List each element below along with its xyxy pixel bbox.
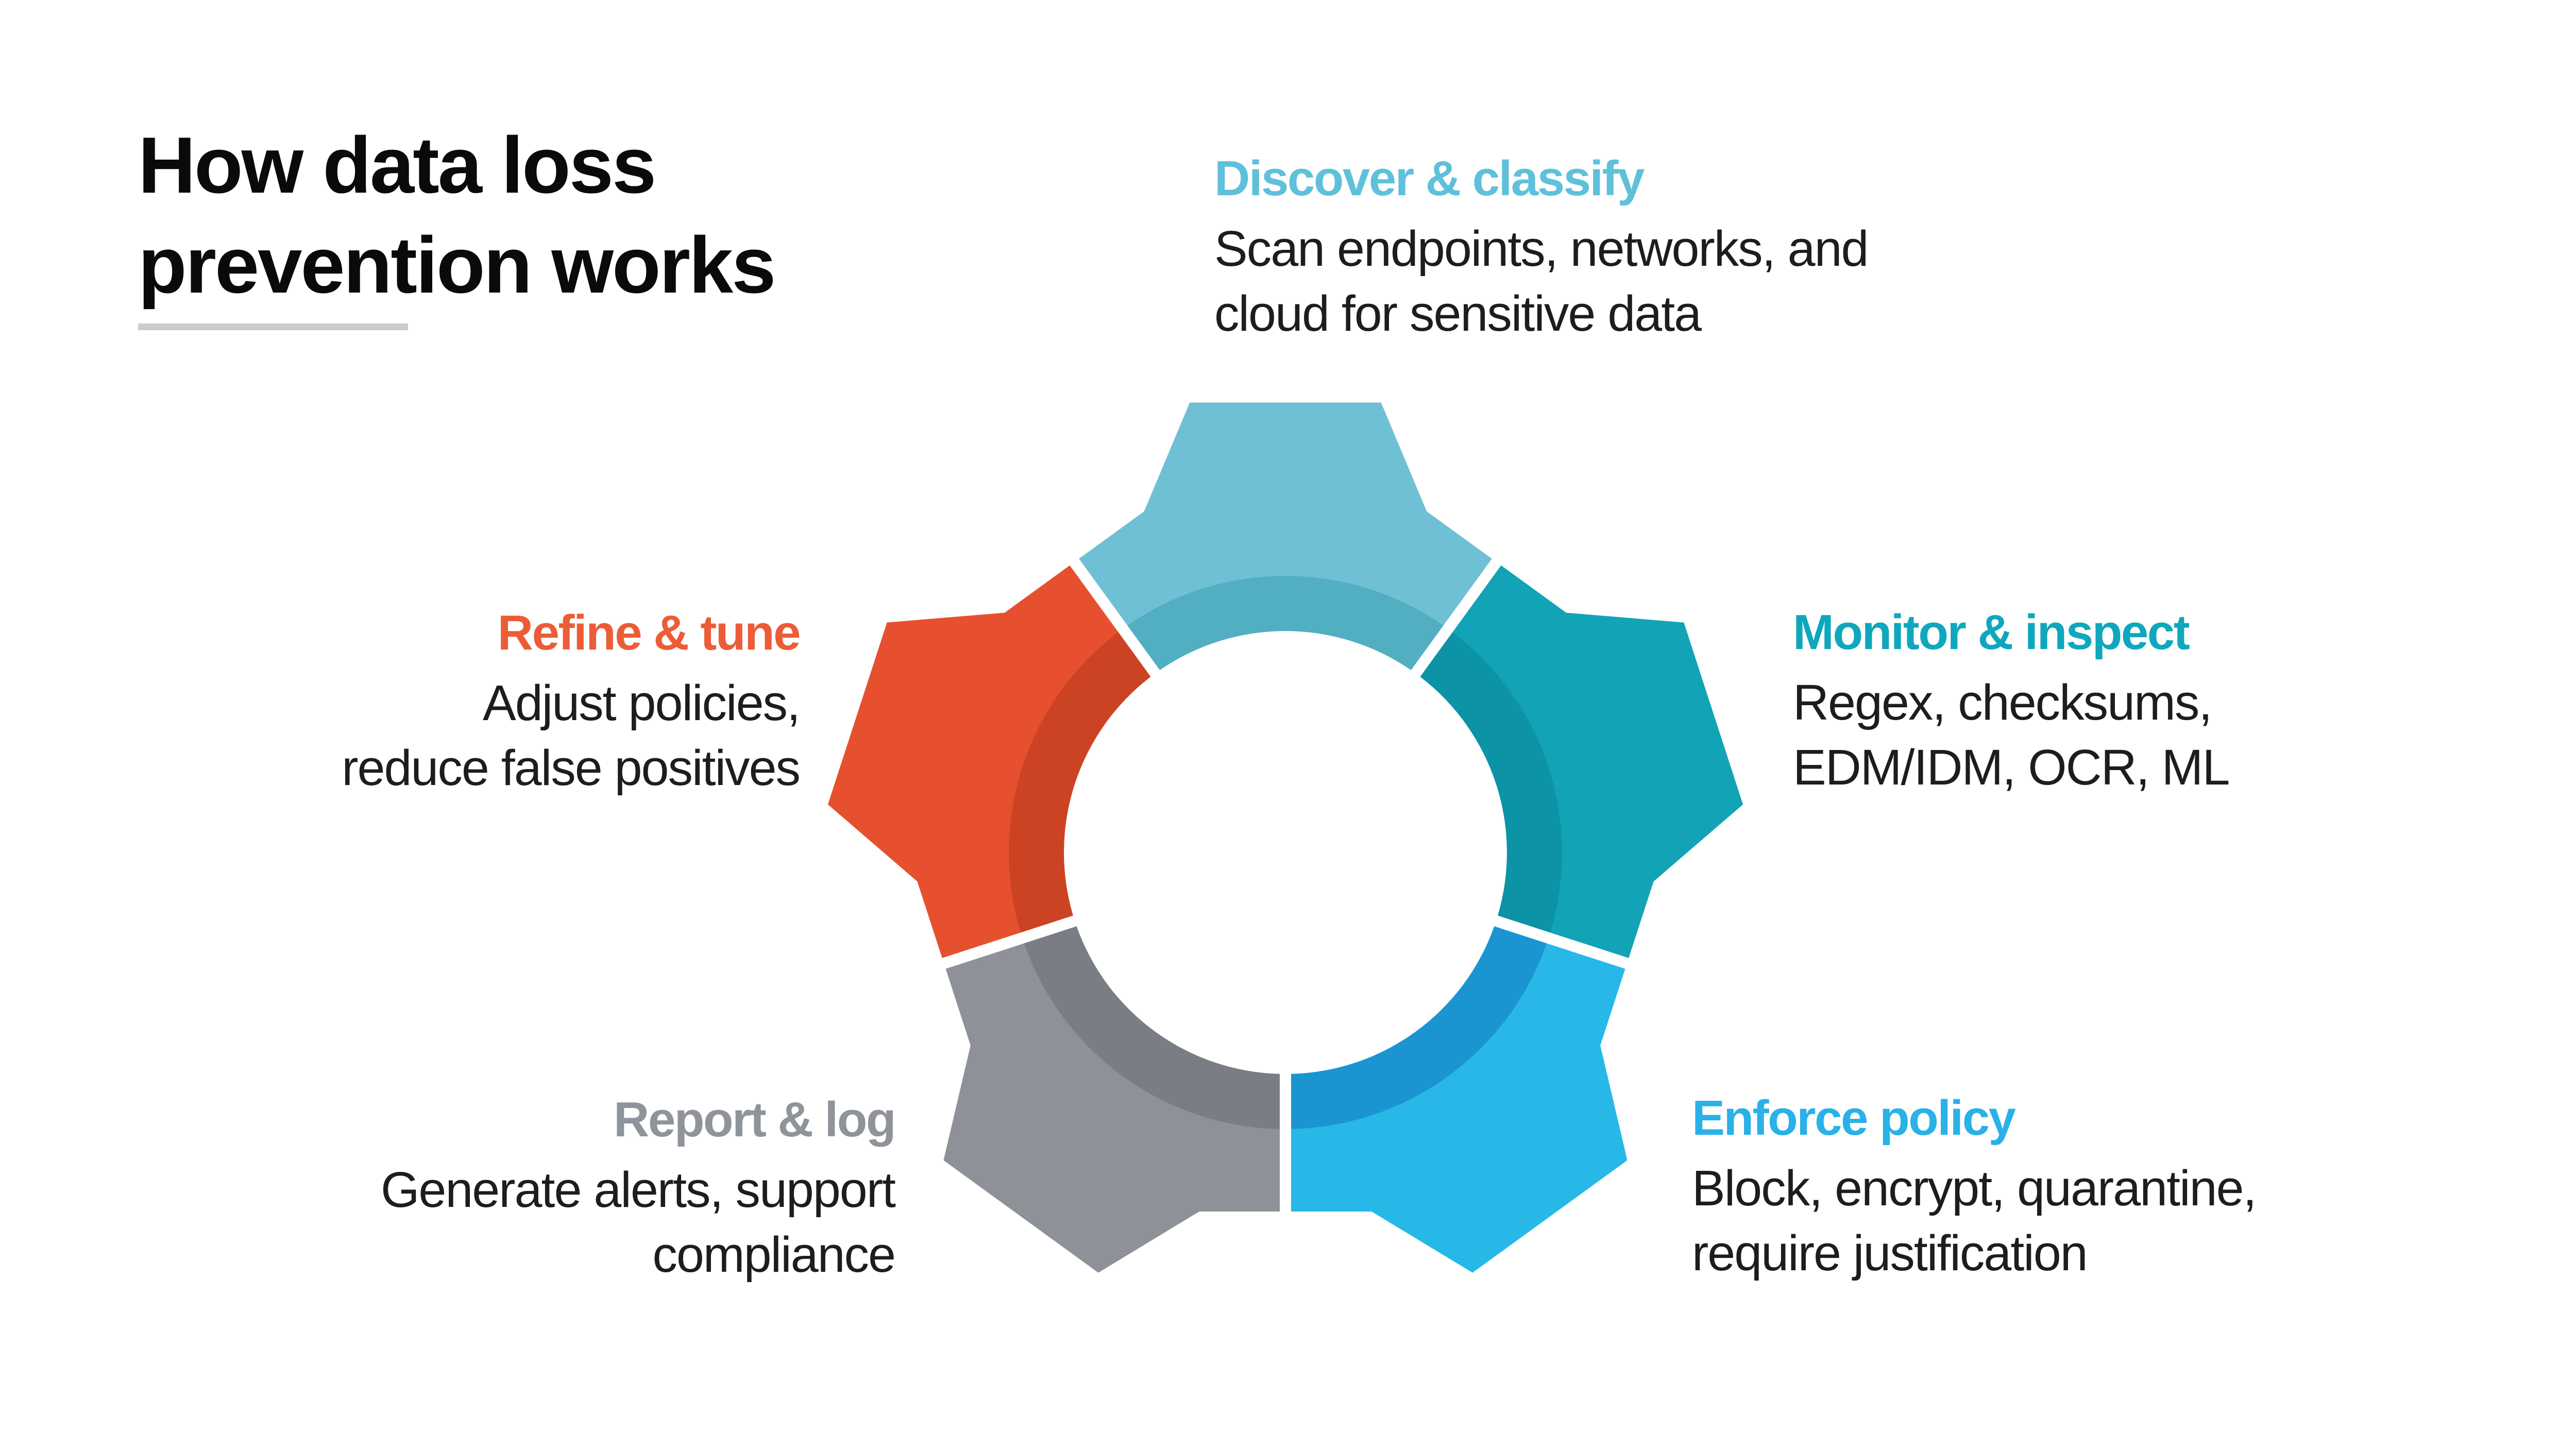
step-body-enforce: Block, encrypt, quarantine, require just… (1692, 1156, 2257, 1286)
step-body-monitor: Regex, checksums, EDM/IDM, OCR, ML (1793, 670, 2230, 800)
step-body-line: Regex, checksums, (1793, 674, 2212, 730)
title-underline (138, 323, 408, 330)
step-heading-enforce: Enforce policy (1692, 1090, 2016, 1146)
gear-segment-monitor-inner-band (1420, 632, 1562, 933)
step-heading-discover: Discover & classify (1214, 151, 1645, 206)
step-body-line: Scan endpoints, networks, and (1214, 220, 1869, 277)
step-body-line: EDM/IDM, OCR, ML (1793, 739, 2230, 795)
gear-segment-discover-inner-band (1127, 575, 1444, 670)
step-label-report: Report & log Generate alerts, support co… (0, 1092, 896, 1287)
page-title-line-1: How data loss (138, 120, 656, 210)
gear-segment-monitor (1420, 565, 1743, 958)
step-label-refine: Refine & tune Adjust policies, reduce fa… (0, 605, 801, 800)
step-body-refine: Adjust policies, reduce false positives (0, 671, 801, 800)
step-heading-report: Report & log (614, 1092, 896, 1147)
step-body-report: Generate alerts, support compliance (0, 1157, 896, 1287)
gear-segment-refine (827, 565, 1151, 958)
gear-segment-report (943, 926, 1280, 1273)
step-label-enforce: Enforce policy Block, encrypt, quarantin… (1692, 1090, 2257, 1286)
step-body-line: Block, encrypt, quarantine, (1692, 1160, 2257, 1216)
step-body-line: reduce false positives (342, 740, 801, 796)
page-title-line-2: prevention works (138, 220, 776, 310)
step-label-discover: Discover & classify Scan endpoints, netw… (1214, 150, 1869, 346)
step-heading-refine: Refine & tune (497, 605, 801, 660)
step-body-line: cloud for sensitive data (1214, 285, 1702, 342)
step-heading-monitor: Monitor & inspect (1793, 605, 2190, 660)
gear-segment-enforce-inner-band (1291, 926, 1547, 1129)
step-body-line: Adjust policies, (483, 675, 801, 731)
gear-segment-enforce (1291, 926, 1628, 1273)
step-label-monitor: Monitor & inspect Regex, checksums, EDM/… (1793, 604, 2230, 800)
step-body-line: compliance (652, 1226, 896, 1283)
gear-segment-report-inner-band (1024, 926, 1280, 1129)
step-body-line: require justification (1692, 1225, 2088, 1281)
step-body-line: Generate alerts, support (380, 1162, 896, 1218)
gear-segment-refine-inner-band (1009, 632, 1151, 933)
step-body-discover: Scan endpoints, networks, and cloud for … (1214, 216, 1869, 346)
page-title: How data loss prevention works (138, 115, 776, 315)
